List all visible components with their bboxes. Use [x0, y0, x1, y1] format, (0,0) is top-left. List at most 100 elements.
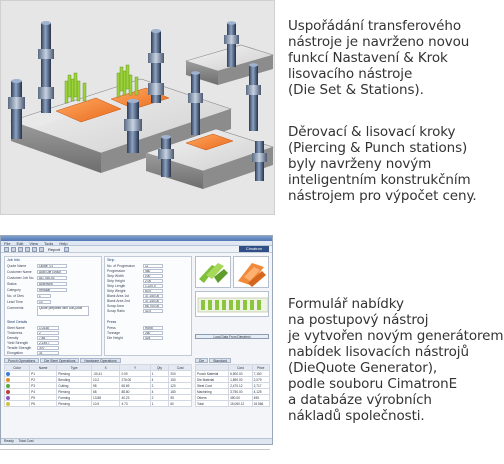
table-cell: Total [194, 400, 230, 407]
menu-item-edit[interactable]: Edit [16, 241, 24, 246]
table-cell: 10.5 [90, 400, 121, 407]
menu-item-view[interactable]: View [29, 241, 38, 246]
color-swatch-icon [6, 395, 10, 400]
strip-width-field[interactable]: 100 [143, 274, 163, 278]
right-orange-pad [185, 133, 234, 151]
press-select[interactable]: Hong [143, 326, 163, 330]
field-label: Steel Name [7, 326, 25, 330]
field-label: Customer Job No. [7, 276, 35, 280]
tab-die[interactable]: Die [195, 358, 209, 363]
die-height-field[interactable]: 425 [143, 336, 163, 340]
status-select[interactable]: Approved [37, 282, 67, 286]
tab-standard[interactable]: Standard [209, 358, 231, 363]
category-select[interactable]: Regular [37, 288, 67, 292]
strip-weight-field[interactable]: 60.0 [143, 289, 163, 293]
customer-job-field[interactable]: AD-785-03 [37, 276, 67, 280]
blank-area-2-field[interactable]: 37,150.00 [143, 299, 163, 303]
field-label: Strip Height [107, 279, 125, 283]
green-punches-right [116, 64, 139, 98]
guide-pillar [38, 21, 54, 113]
new-icon[interactable] [4, 246, 9, 252]
field-label: Status [7, 282, 17, 286]
strip-3d-thumbnail[interactable] [195, 256, 231, 288]
comments-field[interactable]: Quote prepared with DieQuote [37, 306, 89, 316]
field-label: Tonnage [107, 331, 121, 335]
thickness-field[interactable]: 2 [37, 331, 59, 335]
field-label: Strip Length [107, 284, 126, 288]
table-cell: 15,060.12 [228, 400, 253, 407]
table-cell: Piercing [56, 400, 92, 407]
quote-name-field[interactable]: Quote_01 [37, 264, 67, 268]
elongation-field[interactable]: 31 [37, 351, 59, 355]
toolbar: Report [1, 246, 272, 253]
steel-name-field[interactable]: 1.0338 [37, 326, 59, 330]
field-label: Comments [7, 306, 24, 310]
guide-pillar [158, 135, 174, 177]
description-line: byly navrženy novým [288, 156, 432, 172]
open-icon[interactable] [11, 246, 16, 252]
menu-item-help[interactable]: Help [59, 241, 68, 246]
description-line: nástroje je navrženo novou [288, 34, 470, 50]
strip-layout-thumbnail[interactable] [195, 291, 269, 317]
window-titlebar [1, 236, 272, 241]
status-bar: Ready Total Cost [1, 438, 272, 444]
guide-pillar [246, 63, 261, 131]
part-3d-thumbnail[interactable] [233, 256, 269, 288]
field-label: Blank Area 2nd [107, 299, 130, 303]
tab-die-steel-operations[interactable]: Die Steel Operations [40, 358, 80, 363]
field-label: Elongation [7, 351, 24, 355]
strip-3d-preview [199, 263, 228, 283]
color-cell [3, 400, 31, 407]
strip-length-field[interactable]: 1,220.0 [143, 284, 163, 288]
help-icon[interactable] [64, 246, 70, 252]
scrap-ratio-field[interactable]: 42.0 [143, 309, 163, 313]
report-button[interactable]: Report [48, 246, 61, 252]
description-line: (Die Set & Stations). [288, 82, 424, 98]
progression-count-field[interactable]: 11 [143, 264, 163, 268]
save-icon[interactable] [18, 246, 23, 252]
yield-strength-field[interactable]: 2,235.7 [37, 341, 59, 345]
green-punches-left [64, 72, 87, 104]
guide-pillar [148, 29, 164, 103]
description-line: je vytvořen novým generátorem [288, 328, 504, 344]
customer-name-field[interactable]: Auto Die Group [37, 270, 67, 274]
copy-icon[interactable] [32, 246, 37, 252]
field-label: Customer Name [7, 270, 32, 274]
description-quote-form: Formulář nabídky na postupový nástroj je… [288, 296, 504, 424]
lead-time-field[interactable]: 10 [37, 300, 51, 304]
blank-area-1-field[interactable]: 37,150.00 [143, 294, 163, 298]
density-field[interactable]: 7.85 [37, 336, 59, 340]
description-line: a databáze výrobních [288, 392, 432, 408]
field-label: Quote Name [7, 264, 27, 268]
strip-height-field[interactable]: 2.00 [143, 279, 163, 283]
description-line: funkcí Nastavení & Krok [288, 50, 448, 66]
menu-item-file[interactable]: File [4, 241, 11, 246]
field-label: Strip Weight [107, 289, 126, 293]
scrap-area-field[interactable]: 66,700.00 [143, 304, 163, 308]
field-label: Scrap Area [107, 304, 124, 308]
guide-pillar [8, 79, 25, 139]
diequote-app-window: File Edit View Tools Help Report Cimatro… [0, 235, 273, 445]
report-icon[interactable] [39, 246, 44, 252]
description-line: lisovacího nástroje [288, 66, 413, 82]
strip-layout-preview [197, 297, 268, 313]
tonnage-field[interactable]: 250 [143, 331, 163, 335]
print-icon[interactable] [25, 246, 30, 252]
color-swatch-icon [6, 389, 10, 394]
tensile-strength-field[interactable]: 370 [37, 346, 59, 350]
no-of-dies-field[interactable]: 1 [37, 294, 51, 298]
tab-hardware-operations[interactable]: Hardware Operations [80, 358, 121, 363]
description-line: nákladů společnosti. [288, 408, 425, 424]
description-line: Formulář nabídky [288, 296, 404, 312]
steel-details-heading: Steel Details [7, 320, 28, 324]
field-label: Progression [107, 269, 126, 273]
tab-punch-operations[interactable]: Punch Operations [4, 358, 40, 363]
load-data-button[interactable]: Load Data From Dieselect [195, 334, 269, 339]
menu-item-tools[interactable]: Tools [43, 241, 54, 246]
progression-field[interactable]: 460 [143, 269, 163, 273]
